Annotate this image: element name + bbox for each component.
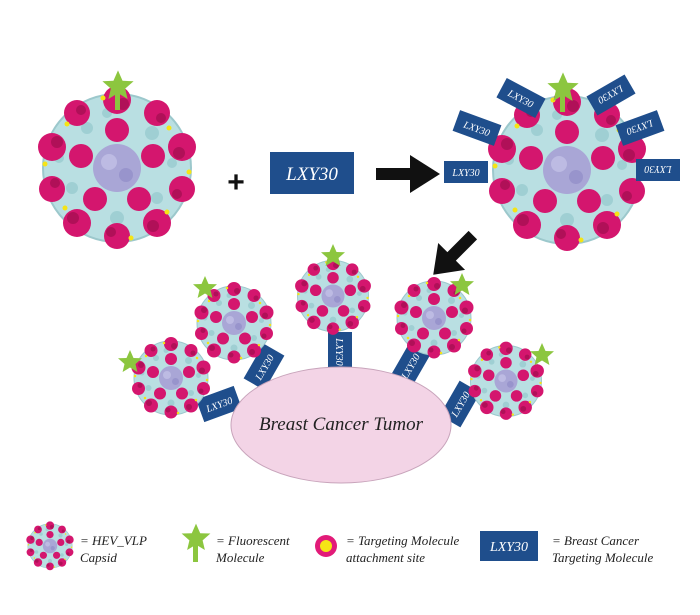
ligand-box-icon [480, 531, 538, 561]
legend-site: = Targeting Molecule attachment site [315, 533, 459, 565]
tumor-label: Breast Cancer Tumor [259, 414, 424, 435]
ligand-tag: LXY30 [644, 163, 672, 174]
fluorescent-star-icon [547, 72, 579, 112]
breast-cancer-tumor: Breast Cancer Tumor [230, 366, 452, 484]
legend-ligand-line1: = Breast Cancer [552, 533, 640, 548]
legend-ligand: LXY30 = Breast Cancer Targeting Molecule [480, 531, 653, 565]
conjugated-ligand-tags: LXY30 LXY30 LXY30 LXY30 LXY30 LXY30 [444, 74, 680, 183]
attachment-site-icon [315, 535, 337, 557]
legend-site-line2: attachment site [346, 550, 425, 565]
legend-site-line1: = Targeting Molecule [346, 533, 459, 548]
arrow-right-icon [376, 155, 440, 193]
legend-capsid-line1: = HEV_VLP [80, 533, 147, 548]
legend-ligand-line2: Targeting Molecule [552, 550, 653, 565]
legend-ligand-box: LXY30 [489, 540, 528, 555]
vlp-capsid-bound [294, 256, 372, 336]
arrow-down-left-icon [433, 230, 478, 275]
ligand-label-top: LXY30 [285, 164, 338, 185]
legend-capsid-line2: Capsid [80, 550, 117, 565]
vlp-capsid-conjugated [487, 87, 647, 252]
fluorescent-star-icon [102, 70, 134, 110]
vlp-capsid-plain [37, 85, 197, 250]
ligand-tag: LXY30 [451, 168, 479, 179]
legend-fluor-line2: Molecule [215, 550, 265, 565]
plus-sign: + [227, 166, 245, 199]
ligand-tag: LXY30 [333, 337, 344, 365]
legend: = HEV_VLP Capsid = Fluorescent Molecule … [25, 521, 653, 571]
legend-fluor: = Fluorescent Molecule [181, 523, 290, 565]
capsid-icon [25, 521, 75, 571]
fluorescent-star-icon [181, 523, 211, 562]
legend-capsid: = HEV_VLP Capsid [25, 521, 147, 571]
legend-fluor-line1: = Fluorescent [216, 533, 290, 548]
ligand-box-top: LXY30 [270, 152, 354, 194]
